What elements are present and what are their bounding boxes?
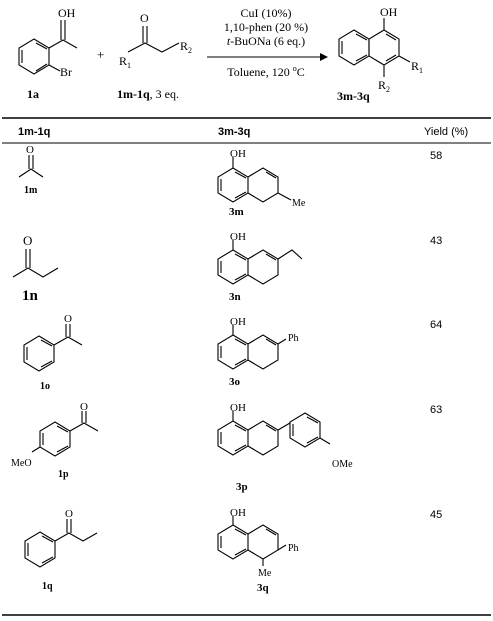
ketone-o-label: O [140, 11, 149, 25]
substituent-label: Ph [288, 543, 299, 554]
product-label: 3p [236, 481, 248, 493]
oh-label: OH [230, 316, 246, 328]
header-product: 3m-3q [218, 126, 250, 138]
reaction-scheme: OH Br 1a + O R1 R2 1m-1q, 3 eq. CuI (10%… [18, 5, 423, 103]
yield-value: 43 [430, 235, 442, 247]
product-label: 3m [229, 206, 244, 218]
product-structure: OH R1 R2 3m-3q [337, 5, 423, 103]
reactant-label: 1n [22, 288, 39, 304]
reactant-1m-1q-structure: O R1 R2 1m-1q, 3 eq. [117, 11, 192, 101]
ketone-o-label: O [23, 233, 32, 248]
reaction-conditions: CuI (10%) 1,10-phen (20 %) t-BuONa (6 eq… [207, 6, 328, 79]
reactant-label: 1o [40, 381, 50, 392]
reactant-label: 1m [24, 185, 38, 196]
r2-label: R2 [180, 39, 192, 55]
condition-ligand: 1,10-phen (20 %) [224, 20, 308, 34]
product-label: 3o [229, 376, 241, 388]
ketone-o-label: O [26, 144, 34, 156]
methoxy-prefix: MeO [11, 458, 32, 469]
ketone-o-label: O [80, 401, 88, 413]
reactant-label: 1q [42, 581, 53, 592]
product-label: 3q [257, 582, 270, 594]
table-row: O MeO 1p OH OMe 3p 63 [11, 401, 442, 493]
ketone-o-label: O [64, 313, 72, 325]
reactant-label: 1p [58, 469, 69, 480]
reactant-1a-structure: OH Br 1a [18, 6, 78, 101]
yield-value: 45 [430, 509, 442, 521]
substituent-2-label: Me [258, 568, 272, 579]
table-row: O 1o OH Ph 3o 64 [23, 313, 442, 392]
product-label: 3m-3q [337, 89, 370, 103]
table-row: O 1q OH Ph Me 3q 45 [24, 507, 442, 594]
product-r1-label: R1 [411, 59, 423, 75]
table-row: O 1n OH 3n 43 [12, 231, 442, 304]
substituent-label: OMe [332, 459, 353, 470]
oh-label: OH [230, 231, 246, 243]
yield-table: 1m-1q 3m-3q Yield (%) O 1m OH Me 3m 58 O… [2, 117, 491, 616]
carbonyl-o-label: OH [58, 6, 76, 20]
yield-value: 58 [430, 150, 442, 162]
oh-label: OH [230, 148, 246, 160]
yield-value: 63 [430, 404, 442, 416]
ketone-o-label: O [65, 508, 73, 520]
header-yield: Yield (%) [424, 126, 468, 138]
reactant-1m-1q-label: 1m-1q, 3 eq. [117, 87, 179, 101]
header-reactant: 1m-1q [18, 126, 50, 138]
reaction-arrow-head [320, 53, 328, 61]
substituent-label: Ph [288, 333, 299, 344]
condition-solvent-temp: Toluene, 120 oC [227, 64, 305, 79]
bromo-label: Br [60, 65, 72, 79]
plus-sign: + [97, 47, 104, 62]
oh-label: OH [230, 402, 246, 414]
product-oh-label: OH [380, 5, 398, 19]
r1-label: R1 [119, 54, 131, 70]
product-r2-label: R2 [378, 78, 390, 94]
condition-catalyst: CuI (10%) [241, 6, 292, 20]
oh-label: OH [230, 507, 246, 519]
yield-value: 64 [430, 319, 442, 331]
condition-base: t-BuONa (6 eq.) [227, 34, 305, 48]
table-row: O 1m OH Me 3m 58 [18, 144, 442, 218]
product-label: 3n [229, 291, 241, 303]
reactant-1a-label: 1a [27, 87, 39, 101]
substituent-label: Me [292, 198, 306, 209]
